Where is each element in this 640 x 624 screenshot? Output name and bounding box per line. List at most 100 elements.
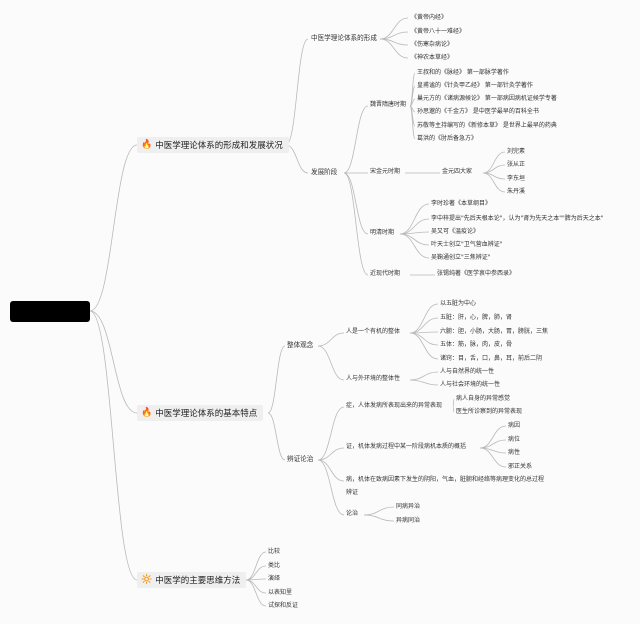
node-organic-whole[interactable]: 人是一个有机的整体 xyxy=(346,328,401,335)
node-modern[interactable]: 近现代时期 xyxy=(370,270,401,277)
connector-line xyxy=(482,164,506,174)
section-label: 中医学的主要思维方法 xyxy=(155,576,241,586)
connector-line xyxy=(245,551,267,581)
connector-line xyxy=(317,459,345,516)
connector-line xyxy=(89,144,138,312)
node-method[interactable]: 以表知里 xyxy=(268,589,293,596)
node-whole-item[interactable]: 五体：筋，脉，肉，皮，骨 xyxy=(440,341,513,348)
connector-line xyxy=(363,514,395,522)
connector-line xyxy=(343,172,369,235)
section-thinking-methods[interactable]: 🔆 中医学的主要思维方法 xyxy=(137,572,247,588)
node-symptom[interactable]: 症，人体发病所表现出来的异常表现 xyxy=(346,402,443,409)
node-wj-item[interactable]: 皇甫谧的《针灸甲乙经》 第一部针灸学著作 xyxy=(417,82,533,89)
sun-icon: 🔆 xyxy=(141,574,153,585)
node-whole-item[interactable]: 诸窍：目，舌，口，鼻，耳，前后二阴 xyxy=(440,355,543,362)
node-master[interactable]: 李东垣 xyxy=(507,175,526,182)
node-wj-item[interactable]: 孙思邈的《千金方》 是中医学最早的百科全书 xyxy=(417,108,539,115)
connector-line xyxy=(409,105,416,140)
node-treatment-item[interactable]: 同病异治 xyxy=(396,503,421,510)
connector-line xyxy=(343,172,369,276)
node-book[interactable]: 《黄帝八十一难经》 xyxy=(411,28,466,35)
node-env[interactable]: 人与外环境的整体性 xyxy=(346,375,401,382)
node-symptom-item[interactable]: 病人自身的异常感觉 xyxy=(456,395,511,402)
node-whole-item[interactable]: 五脏：肝，心，脾，肺，肾 xyxy=(440,314,513,321)
node-wj[interactable]: 魏晋隋唐时期 xyxy=(370,101,407,108)
connector-line xyxy=(245,565,267,581)
section-formation-development[interactable]: 🔥 中医学理论体系的形成和发展状况 xyxy=(137,137,289,153)
root-node[interactable] xyxy=(10,301,90,322)
node-env-item[interactable]: 人与自然界的统一性 xyxy=(440,368,495,375)
node-treatment[interactable]: 论治 xyxy=(346,510,359,517)
connector-line xyxy=(245,579,267,594)
node-dev-stages[interactable]: 发展阶段 xyxy=(311,168,338,176)
connector-line xyxy=(482,172,506,193)
connector-line xyxy=(482,151,506,174)
section-label: 中医学理论体系的基本特点 xyxy=(155,409,258,419)
node-mq-item[interactable]: 吴又可《温疫论》 xyxy=(431,228,480,235)
node-holism[interactable]: 整体观念 xyxy=(287,341,314,349)
connector-line xyxy=(479,447,507,468)
connector-line xyxy=(285,38,309,146)
node-mq[interactable]: 明清时期 xyxy=(370,229,395,236)
connector-line xyxy=(245,579,267,607)
connector-line xyxy=(379,38,409,59)
node-wj-item[interactable]: 王叔和的《脉经》 第一部脉学著作 xyxy=(417,69,509,76)
fire-icon: 🔥 xyxy=(141,139,153,150)
node-pattern-item[interactable]: 病因 xyxy=(508,422,521,429)
connector-line xyxy=(89,310,138,581)
section-label: 中医学理论体系的形成和发展状况 xyxy=(155,141,283,151)
node-disease[interactable]: 病，机体在致病因素下发生的阴阳，气血，脏腑和经络等病理变化的总过程 xyxy=(346,476,545,483)
node-syndrome[interactable]: 辨证论治 xyxy=(287,455,314,463)
node-env-item[interactable]: 人与社会环境的统一性 xyxy=(440,381,501,388)
node-mq-item[interactable]: 李中梓提出"先后天根本论"，认为"肾为先天之本""脾为后天之本" xyxy=(431,215,604,222)
node-whole-item[interactable]: 六腑：胆，小肠，大肠，胃，膀胱，三焦 xyxy=(440,328,549,335)
node-method[interactable]: 类比 xyxy=(268,562,281,569)
node-modern-item[interactable]: 张锡纯著《医学衷中参西录》 xyxy=(437,270,516,277)
connector-line xyxy=(343,105,369,174)
connector-line xyxy=(409,72,416,107)
connector-line xyxy=(317,406,345,461)
connector-line xyxy=(399,233,430,259)
connector-line xyxy=(409,379,439,386)
node-whole-item[interactable]: 以五脏为中心 xyxy=(440,300,477,307)
connector-line xyxy=(89,310,138,414)
node-formation[interactable]: 中医学理论体系的形成 xyxy=(311,34,377,42)
node-master[interactable]: 张从正 xyxy=(507,161,526,168)
node-sjy[interactable]: 宋金元时期 xyxy=(370,168,401,175)
connector-line xyxy=(409,371,439,381)
node-wj-item[interactable]: 苏敬等主持编写的《新修本草》 是世界上最早的药典 xyxy=(417,122,557,129)
node-book[interactable]: 《黄帝内经》 xyxy=(411,14,448,21)
node-pattern[interactable]: 证，机体发病过程中某一阶段病机本质的概括 xyxy=(346,443,467,450)
connector-line xyxy=(399,233,430,246)
node-master[interactable]: 朱丹溪 xyxy=(507,188,526,195)
node-pattern-item[interactable]: 病位 xyxy=(508,436,521,443)
connector-line xyxy=(267,412,286,461)
connector-line xyxy=(317,447,345,461)
node-wj-item[interactable]: 葛洪的《肘后备急方》 xyxy=(417,135,478,142)
node-method[interactable]: 比较 xyxy=(268,548,281,555)
node-four-masters[interactable]: 金元四大家 xyxy=(442,168,473,175)
node-wj-item[interactable]: 巢元方的《诸病源候论》 第一部病因病机证候学专著 xyxy=(417,95,557,102)
connector-line xyxy=(317,332,345,347)
connector-line xyxy=(409,317,439,334)
node-mq-item[interactable]: 李时珍著《本草纲目》 xyxy=(431,200,492,207)
node-master[interactable]: 刘完素 xyxy=(507,148,526,155)
connector-line xyxy=(409,332,439,360)
node-method[interactable]: 试探和反证 xyxy=(268,602,299,609)
node-book[interactable]: 《伤寒杂病论》 xyxy=(411,41,454,48)
node-method[interactable]: 演绎 xyxy=(268,575,281,582)
node-pattern-item[interactable]: 邪正关系 xyxy=(508,463,533,470)
node-pattern-item[interactable]: 病性 xyxy=(508,449,521,456)
node-book[interactable]: 《神农本草经》 xyxy=(411,54,454,61)
connector-line xyxy=(399,203,430,235)
node-mq-item[interactable]: 叶天士创立"卫气营血辨证" xyxy=(431,241,503,248)
node-disease-cont[interactable]: 辨证 xyxy=(346,489,359,496)
connector-line xyxy=(409,332,439,346)
section-basic-features[interactable]: 🔥 中医学理论体系的基本特点 xyxy=(137,405,264,421)
node-mq-item[interactable]: 吴鞠通创立"三焦辨证" xyxy=(431,254,491,261)
node-treatment-item[interactable]: 异病同治 xyxy=(396,517,421,524)
connector-line xyxy=(409,303,439,334)
node-symptom-item[interactable]: 医生所诊察到的异常表现 xyxy=(456,408,523,415)
